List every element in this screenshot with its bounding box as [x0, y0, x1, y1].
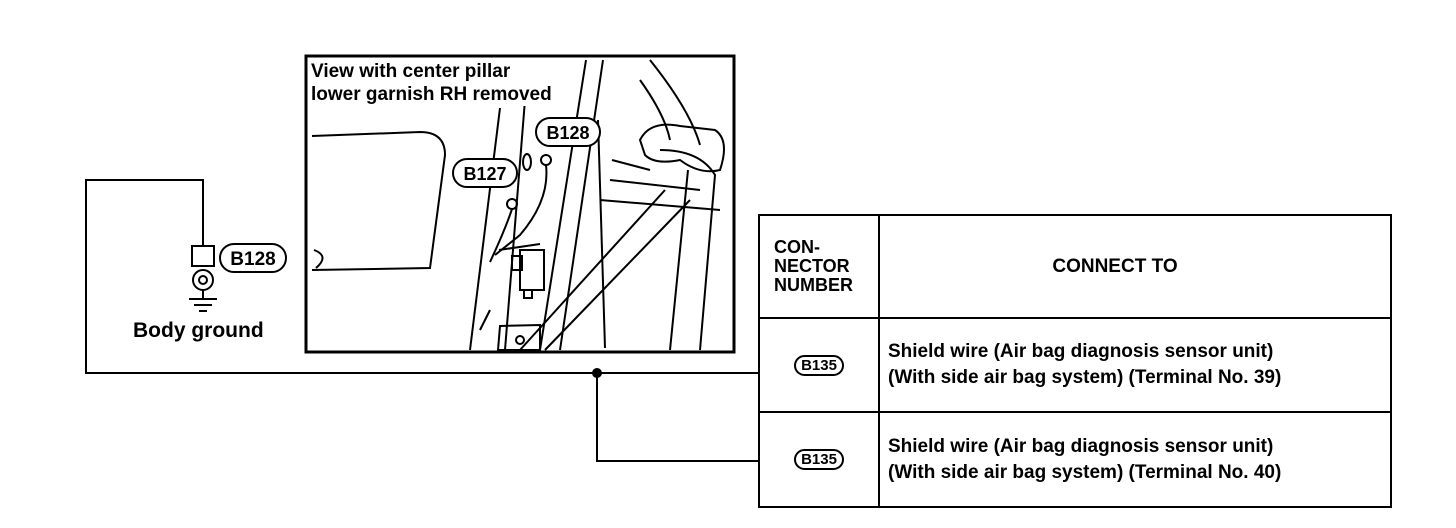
header-number-line2: NECTOR: [774, 256, 850, 276]
connector-table: CON- NECTOR NUMBER CONNECT TO B135 Shiel…: [758, 214, 1392, 508]
row1-line2: (With side air bag system) (Terminal No.…: [888, 367, 1282, 388]
header-connector-number: CON- NECTOR NUMBER: [760, 216, 880, 319]
ground-connector-text: B128: [230, 249, 275, 270]
row2-description: Shield wire (Air bag diagnosis sensor un…: [880, 413, 1390, 506]
callout-b128: B128: [535, 117, 601, 147]
row2-line1: Shield wire (Air bag diagnosis sensor un…: [888, 435, 1274, 457]
view-caption-line2: lower garnish RH removed: [311, 84, 552, 105]
row1-connector-cell: B135: [760, 319, 880, 413]
view-caption: View with center pillar lower garnish RH…: [311, 60, 552, 106]
row2-line2: (With side air bag system) (Terminal No.…: [888, 461, 1282, 483]
row1-line1: Shield wire (Air bag diagnosis sensor un…: [888, 341, 1274, 362]
branch-wire: [596, 373, 760, 462]
callout-b127: B127: [452, 158, 518, 188]
pillar-illustration: [311, 59, 725, 351]
header-number-line1: CON-: [774, 237, 820, 257]
ground-connector-badge: B128: [219, 243, 287, 273]
body-ground-label: Body ground: [133, 319, 264, 342]
callout-b127-text: B127: [463, 164, 506, 184]
header-number-line3: NUMBER: [774, 275, 853, 295]
row2-connector-cell: B135: [760, 413, 880, 506]
header-connect-to: CONNECT TO: [880, 216, 1390, 319]
row1-connector-badge: B135: [794, 354, 844, 376]
callout-b128-text: B128: [546, 123, 589, 143]
wire-junction-dot: [592, 368, 602, 378]
ground-wire: [85, 179, 760, 374]
row2-connector-badge: B135: [794, 449, 844, 470]
row1-description: Shield wire (Air bag diagnosis sensor un…: [880, 319, 1390, 413]
ground-symbol: [189, 245, 217, 312]
view-caption-line1: View with center pillar: [311, 61, 511, 82]
